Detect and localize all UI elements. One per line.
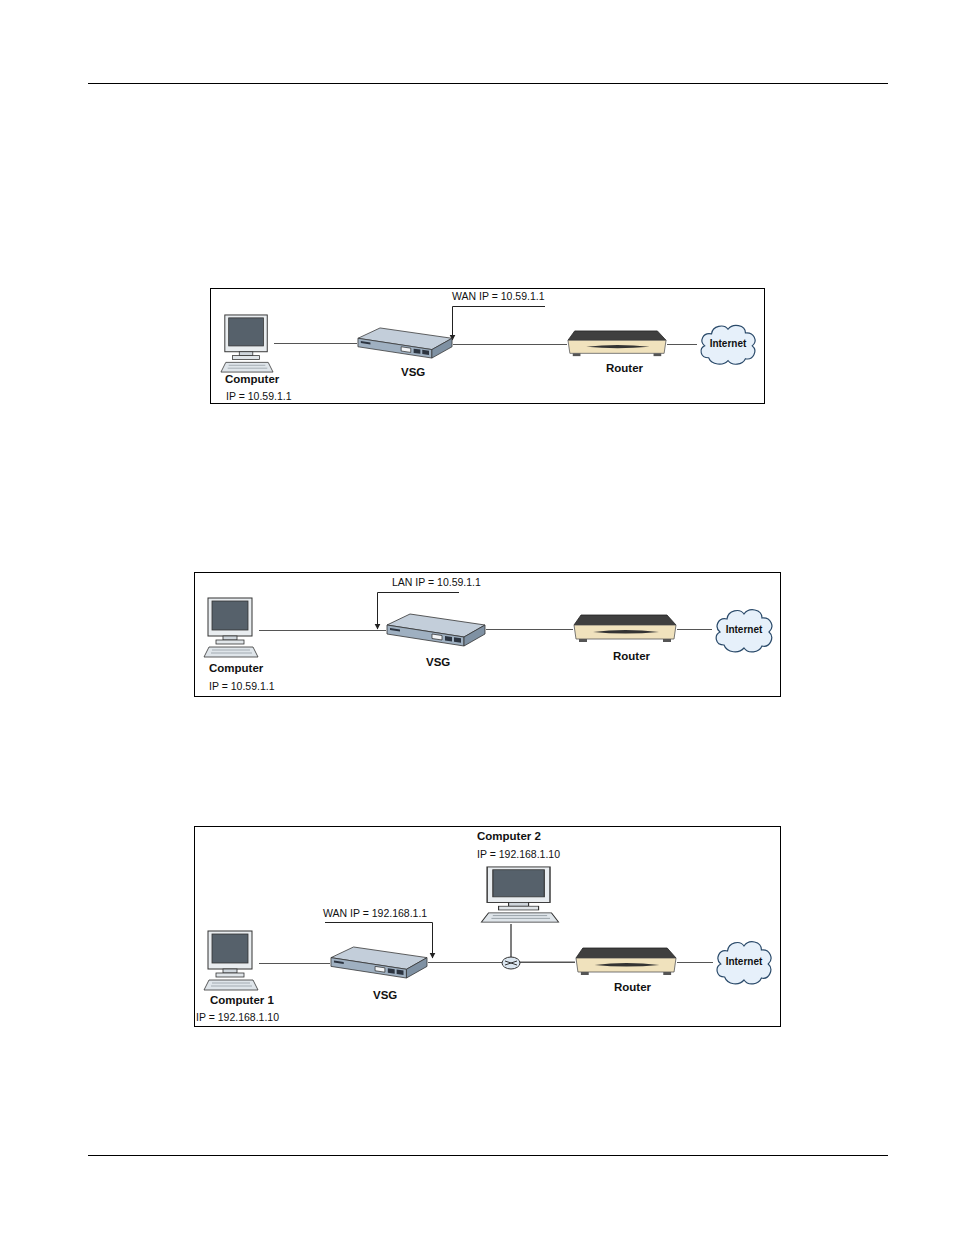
- computer-icon: Computer 1IP = 192.168.1.10: [203, 930, 259, 992]
- vsg-device: VSG: [386, 613, 486, 647]
- hub-symbol: [502, 957, 520, 969]
- ip-callout: LAN IP = 10.59.1.1: [392, 576, 481, 588]
- cloud-label: Internet: [712, 624, 776, 636]
- device-name: Computer: [225, 373, 279, 386]
- device-name: Computer: [209, 662, 263, 675]
- internet-cloud: Internet: [712, 605, 776, 655]
- router-device: Router: [573, 614, 677, 644]
- network-cable: [667, 344, 697, 345]
- network-cable: [677, 962, 713, 963]
- router-device: Router: [575, 947, 677, 977]
- cloud-label: Internet: [697, 338, 759, 350]
- figure-frame: [211, 289, 765, 404]
- network-cable: [677, 629, 712, 630]
- network-cable: [274, 343, 357, 344]
- network-cable: [486, 629, 573, 630]
- device-name: Computer 2: [477, 830, 541, 843]
- computer-icon: Computer 2IP = 192.168.1.10: [480, 866, 560, 924]
- cloud-label: Internet: [713, 956, 775, 968]
- ip-address: IP = 10.59.1.1: [209, 680, 275, 692]
- network-cable: [428, 924, 511, 963]
- figure-frame: [195, 573, 781, 697]
- vsg-device: VSG: [357, 327, 453, 359]
- ip-callout: WAN IP = 192.168.1.1: [323, 907, 427, 919]
- network-cable: [453, 344, 567, 345]
- computer-icon: ComputerIP = 10.59.1.1: [203, 597, 259, 659]
- computer-icon: ComputerIP = 10.59.1.1: [220, 314, 274, 374]
- vsg-device: VSG: [330, 946, 428, 979]
- ip-callout: WAN IP = 10.59.1.1: [452, 290, 545, 302]
- device-name: Computer 1: [210, 994, 274, 1007]
- ip-address: IP = 10.59.1.1: [226, 390, 292, 402]
- footer-rule: [88, 1155, 888, 1156]
- network-cable: [259, 963, 330, 964]
- device-name: Router: [614, 981, 651, 994]
- header-rule: [88, 83, 888, 84]
- device-name: Router: [613, 650, 650, 663]
- device-name: VSG: [401, 366, 425, 379]
- leader-arrow: [453, 307, 546, 341]
- internet-cloud: Internet: [713, 937, 775, 987]
- ip-address: IP = 192.168.1.10: [196, 1011, 279, 1023]
- internet-cloud: Internet: [697, 321, 759, 367]
- router-device: Router: [567, 330, 667, 358]
- network-cable: [511, 924, 575, 962]
- device-name: Router: [606, 362, 643, 375]
- device-name: VSG: [373, 989, 397, 1002]
- network-cable: [259, 630, 386, 631]
- ip-address: IP = 192.168.1.10: [477, 848, 560, 860]
- device-name: VSG: [426, 656, 450, 669]
- figure-frame: [195, 827, 781, 1027]
